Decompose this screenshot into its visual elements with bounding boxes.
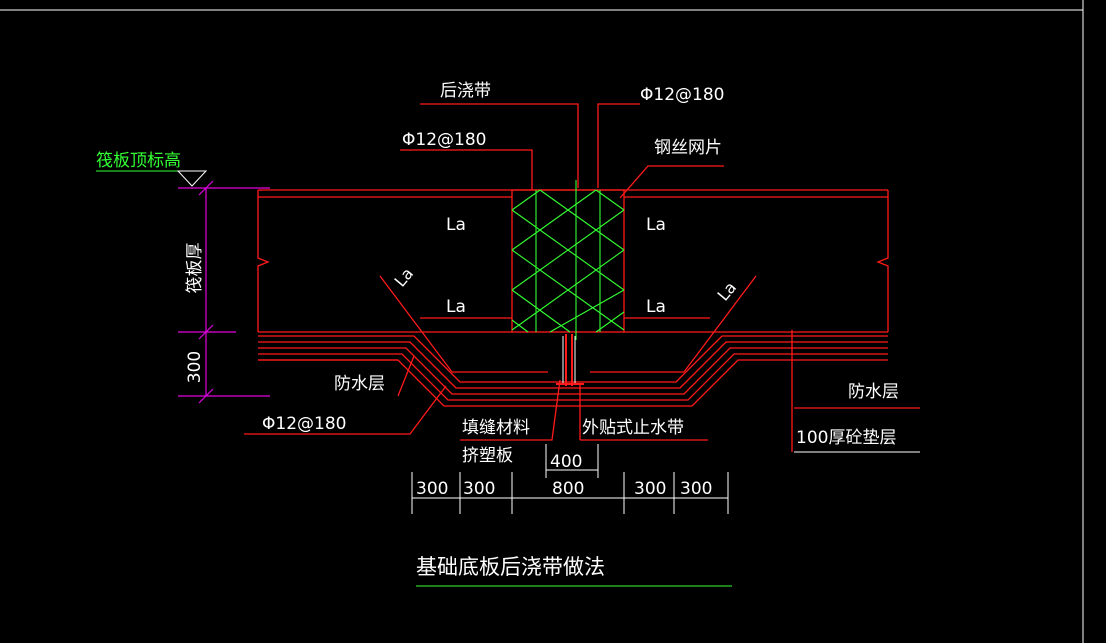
la-bottom-right-label: La	[646, 297, 666, 317]
horizontal-dimensions	[411, 444, 729, 514]
top-elevation-label: 筏板顶标高	[96, 151, 181, 171]
cushion-label: 100厚砼垫层	[796, 428, 896, 448]
extruded-board-label: 挤塑板	[462, 446, 513, 466]
vertical-dimension	[178, 180, 270, 404]
waterproof-layers	[258, 335, 888, 407]
waterstop-label: 外贴式止水带	[582, 418, 684, 438]
steel-mesh-label: 钢丝网片	[654, 138, 722, 158]
right-layer-lines	[791, 330, 920, 453]
leader-lines	[244, 103, 724, 441]
drawing-title: 基础底板后浇带做法	[416, 555, 605, 579]
rebar-top-left-label: Φ12@180	[402, 130, 486, 150]
la-slant-left-label: La	[391, 264, 418, 291]
dim-300-a: 300	[416, 479, 448, 499]
post-cast-strip-label: 后浇带	[440, 81, 491, 101]
dim-300-vertical-label: 300	[185, 351, 205, 383]
dim-300-b: 300	[463, 479, 495, 499]
slab-thickness-label: 筏板厚	[185, 243, 205, 294]
la-bottom-left-label: La	[446, 297, 466, 317]
la-top-left-label: La	[446, 215, 466, 235]
la-top-right-label: La	[646, 215, 666, 235]
dim-300-d: 300	[680, 479, 712, 499]
dim-400-label: 400	[550, 452, 582, 472]
joint-filler-label: 填缝材料	[462, 418, 530, 438]
joint-detail	[556, 334, 584, 386]
slab-outline	[257, 189, 889, 333]
waterproof-left-label: 防水层	[334, 374, 385, 394]
rebar-top-right-label: Φ12@180	[640, 85, 724, 105]
slope-rebars	[379, 275, 757, 373]
rebar-bottom-left-label: Φ12@180	[262, 414, 346, 434]
la-slant-right-label: La	[714, 278, 741, 305]
steel-mesh-zone	[511, 180, 625, 340]
waterproof-right-label: 防水层	[848, 382, 899, 402]
elevation-marker: 筏板顶标高	[96, 151, 208, 187]
dim-800: 800	[552, 479, 584, 499]
dim-300-c: 300	[634, 479, 666, 499]
